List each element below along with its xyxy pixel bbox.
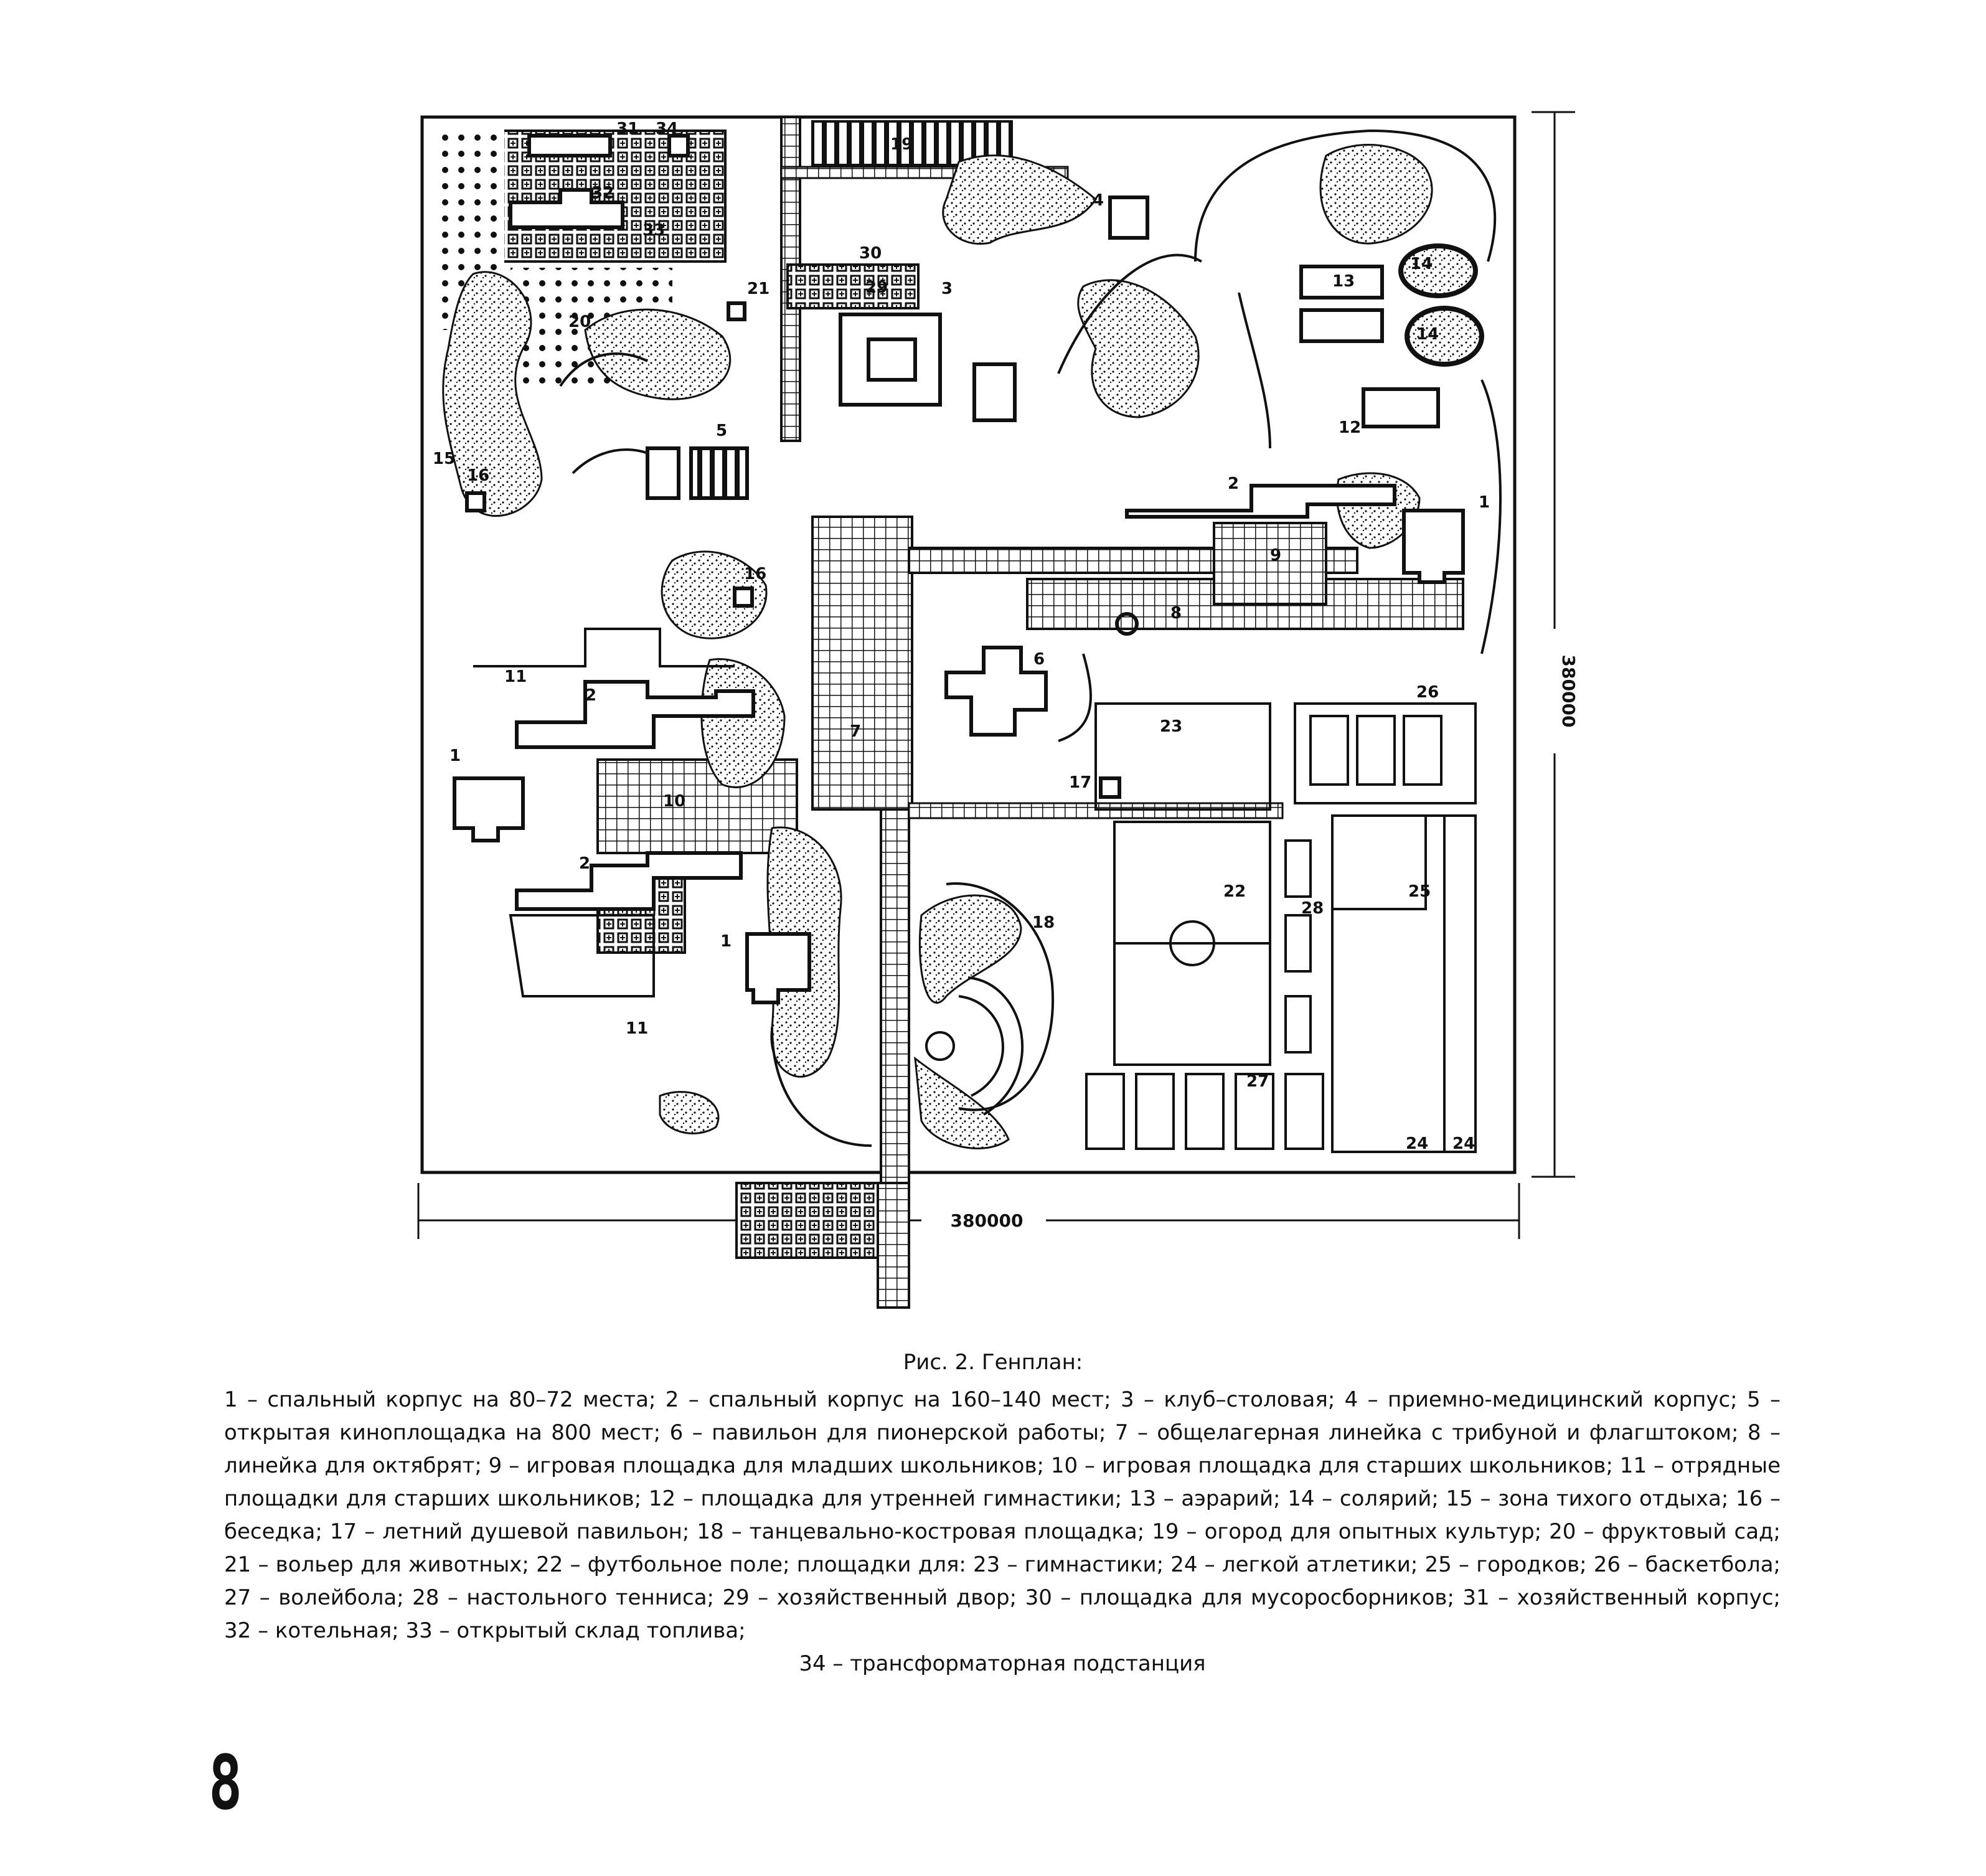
svg-text:16: 16 [744,565,766,583]
svg-text:29: 29 [865,278,888,297]
svg-text:33: 33 [642,221,665,240]
svg-text:1: 1 [449,747,461,765]
dimension-vertical [1532,111,1575,1178]
svg-text:14: 14 [1410,255,1433,273]
svg-text:13: 13 [1332,272,1355,291]
entrance-alley [877,1182,910,1309]
svg-text:32: 32 [591,184,614,202]
figure-legend: 1 – спальный корпус на 80–72 места; 2 – … [224,1383,1781,1680]
svg-text:30: 30 [859,244,882,263]
site-plan-drawing: 380000 380000 [417,111,1579,1309]
svg-text:23: 23 [1160,717,1182,736]
svg-text:5: 5 [716,422,727,440]
svg-text:25: 25 [1408,882,1431,901]
dimension-horizontal-label: 380000 [951,1210,1024,1231]
plan-labels: 1 1 1 2 2 2 3 4 5 6 7 8 9 10 11 11 12 13… [433,120,1490,1153]
legend-last-line: 34 – трансформаторная подстанция [799,1651,1206,1676]
svg-text:2: 2 [1228,474,1239,493]
playground-10 [596,758,798,854]
assembly-square [811,516,913,811]
dimension-vertical-label: 380000 [1558,655,1579,728]
svg-text:4: 4 [1093,191,1104,210]
svg-text:27: 27 [1246,1072,1269,1091]
svg-text:2: 2 [585,686,596,705]
svg-text:7: 7 [850,722,861,741]
svg-text:16: 16 [467,466,489,485]
svg-text:9: 9 [1270,546,1281,565]
site-boundary [420,115,1517,1174]
svg-text:21: 21 [747,280,769,298]
svg-text:26: 26 [1416,683,1439,702]
svg-text:6: 6 [1033,650,1045,669]
svg-text:20: 20 [568,313,591,331]
svg-text:24: 24 [1406,1134,1428,1153]
page-number: 8 [209,1740,243,1827]
svg-text:15: 15 [433,450,455,468]
svg-text:22: 22 [1223,882,1246,901]
playground-9 [1213,522,1327,605]
svg-text:28: 28 [1301,899,1324,918]
svg-text:1: 1 [1479,493,1490,512]
green-zones [442,144,1433,1149]
paths [559,129,1502,1147]
svg-text:31: 31 [616,120,639,138]
svg-text:12: 12 [1339,418,1361,437]
entrance-square [735,1182,881,1259]
svg-text:3: 3 [941,280,953,298]
svg-text:11: 11 [626,1019,648,1038]
sports-grounds [473,612,1477,1153]
svg-text:19: 19 [890,135,913,154]
svg-text:2: 2 [579,854,590,873]
svg-text:18: 18 [1032,913,1055,932]
svg-text:8: 8 [1170,604,1182,623]
solarium-2 [1405,306,1484,367]
legend-text: 1 – спальный корпус на 80–72 места; 2 – … [224,1387,1781,1643]
svg-text:34: 34 [656,120,678,138]
svg-text:1: 1 [720,932,732,951]
svg-text:14: 14 [1416,325,1439,344]
svg-text:17: 17 [1069,773,1091,792]
buildings [453,134,1465,1004]
svg-text:24: 24 [1452,1134,1475,1153]
solarium-1 [1398,243,1478,298]
svg-text:11: 11 [504,667,527,686]
yard-29 [786,263,920,309]
figure-caption-title: Рис. 2. Генплан: [903,1350,1083,1375]
svg-text:10: 10 [663,792,685,811]
